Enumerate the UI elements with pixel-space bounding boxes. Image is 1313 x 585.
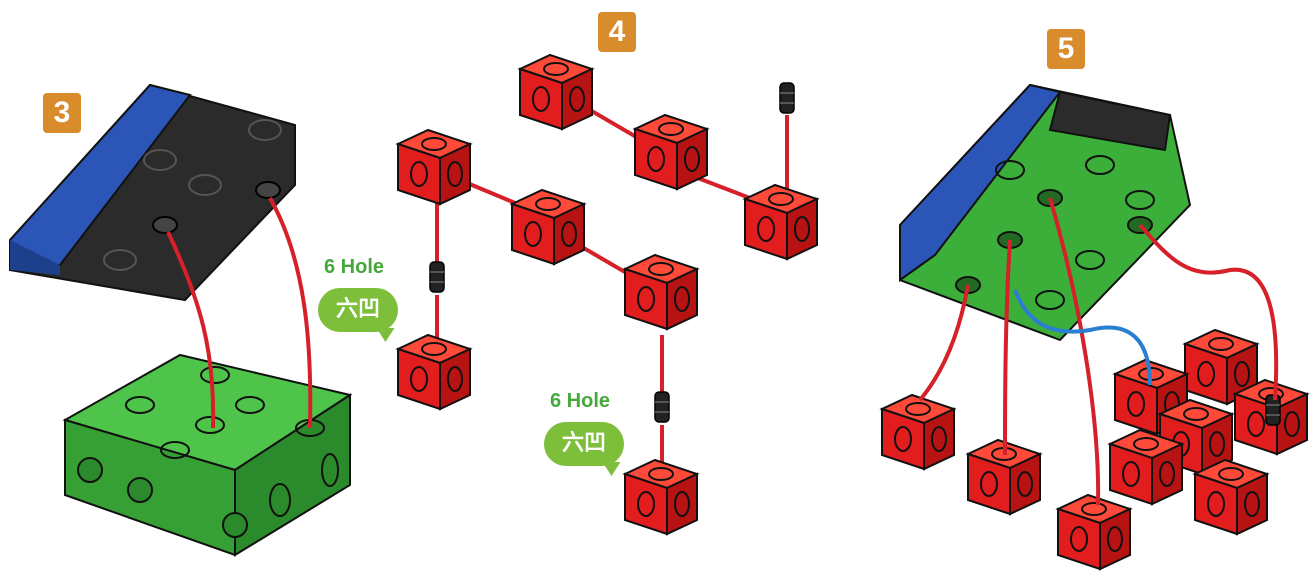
red-cube-icon bbox=[397, 129, 471, 205]
hole-label: 6 Hole bbox=[550, 390, 611, 412]
red-cube-icon bbox=[624, 459, 698, 535]
step-5-badge: 5 bbox=[1047, 29, 1085, 69]
hole-bubble: 六凹 bbox=[318, 288, 398, 332]
red-cube-icon bbox=[1194, 459, 1268, 535]
red-cube-icon bbox=[1057, 494, 1131, 570]
hex-connector-icon bbox=[779, 82, 795, 114]
hex-connector-icon bbox=[1265, 394, 1281, 426]
red-cube-icon bbox=[1109, 429, 1183, 505]
step5-top-block bbox=[899, 83, 1192, 342]
step3-bottom-green-block bbox=[62, 353, 353, 557]
red-cube-icon bbox=[744, 184, 818, 260]
step-3-badge: 3 bbox=[43, 93, 81, 133]
step3-top-block bbox=[9, 83, 296, 302]
red-cube-icon bbox=[634, 114, 708, 190]
step-4-badge: 4 bbox=[598, 12, 636, 52]
red-cube-icon bbox=[397, 334, 471, 410]
red-cube-icon bbox=[624, 254, 698, 330]
step3-connector-wires bbox=[166, 197, 313, 429]
red-cube-icon bbox=[519, 54, 593, 130]
hole-label: 6 Hole bbox=[324, 256, 385, 278]
step5-wires bbox=[918, 197, 1279, 506]
red-cube-icon bbox=[881, 394, 955, 470]
step4-wires bbox=[435, 108, 789, 470]
hole-bubble: 六凹 bbox=[544, 422, 624, 466]
hex-connector-icon bbox=[429, 261, 445, 293]
red-cube-icon bbox=[511, 189, 585, 265]
hex-connector-icon bbox=[654, 391, 670, 423]
